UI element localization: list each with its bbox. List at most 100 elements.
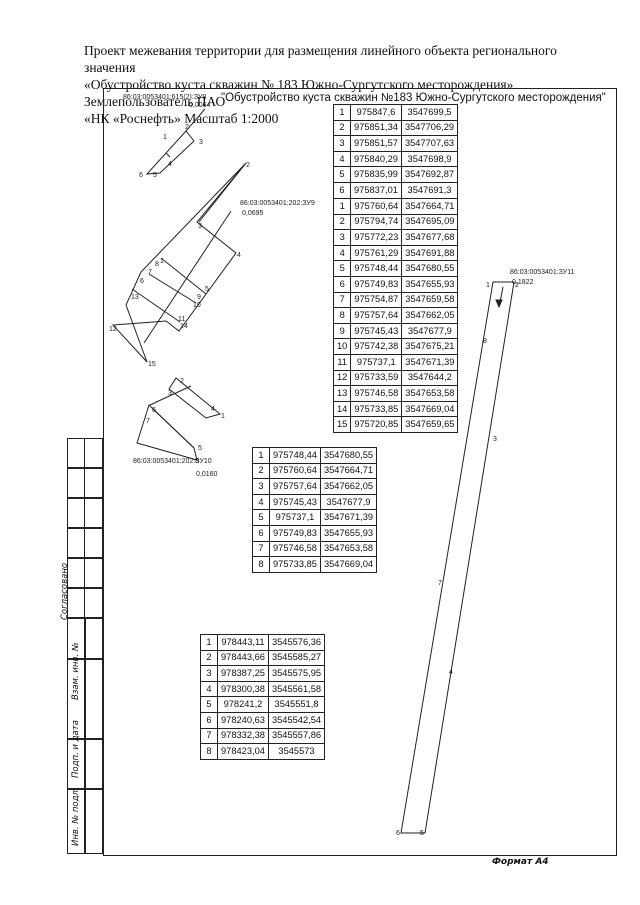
x-coordinate-cell: 978300,38 xyxy=(217,680,269,698)
point-label: 6 xyxy=(140,278,144,285)
point-number-cell: 3 xyxy=(252,478,270,495)
parcel-zu10-top xyxy=(168,377,222,419)
point-label: 12 xyxy=(109,326,117,333)
point-label: 3 xyxy=(199,139,203,146)
format-label: Формат А4 xyxy=(492,857,549,867)
sidebar-divider-2 xyxy=(67,738,103,740)
point-number-cell: 8 xyxy=(252,556,270,573)
drawing-frame xyxy=(103,88,617,856)
point-number-cell: 7 xyxy=(252,540,270,558)
x-coordinate-cell: 975745,43 xyxy=(350,322,403,340)
sidebar-cell-d xyxy=(67,528,103,558)
y-coordinate-cell: 3547669,04 xyxy=(319,556,378,573)
point-number-cell: 2 xyxy=(252,462,270,480)
y-coordinate-cell: 3547669,04 xyxy=(401,400,459,418)
header-line-3: «НК «Роснефть» Масштаб 1:2000 xyxy=(84,111,279,126)
x-coordinate-cell: 975760,64 xyxy=(350,198,403,215)
y-coordinate-cell: 3547659,65 xyxy=(401,416,459,433)
y-coordinate-cell: 3545575,95 xyxy=(267,665,326,682)
point-label: 4 xyxy=(211,406,215,413)
y-coordinate-cell: 3547680,55 xyxy=(319,447,378,464)
x-coordinate-cell: 975851,34 xyxy=(350,119,402,137)
sidebar-cell-f xyxy=(67,588,103,618)
stamp-sidebar: Согласовано Взам. инв. № Подп. и дата Ин… xyxy=(60,438,103,854)
label-zu10-area: 0,0160 xyxy=(196,471,218,478)
point-label: 2 xyxy=(246,162,250,169)
point-label: 5 xyxy=(198,445,202,452)
x-coordinate-cell: 978332,38 xyxy=(217,727,269,745)
x-coordinate-cell: 975748,44 xyxy=(350,260,403,277)
y-coordinate-cell: 3545561,58 xyxy=(267,680,326,698)
point-label: 2 xyxy=(185,124,189,131)
sidebar-cell-b xyxy=(67,468,103,498)
y-coordinate-cell: 3547677,9 xyxy=(319,493,378,511)
point-label: 3 xyxy=(168,390,172,397)
parcel-zu10-bottom xyxy=(136,404,198,461)
y-coordinate-cell: 3547653,58 xyxy=(319,540,378,558)
point-label: 1 xyxy=(160,258,164,265)
point-number-cell: 7 xyxy=(200,727,218,745)
point-label: 14 xyxy=(180,323,188,330)
y-coordinate-cell: 3547680,55 xyxy=(401,260,459,277)
x-coordinate-cell: 978423,04 xyxy=(217,743,269,760)
point-number-cell: 6 xyxy=(252,524,270,542)
x-coordinate-cell: 975757,64 xyxy=(269,478,321,495)
point-label: 1 xyxy=(486,282,490,289)
label-zu9-area: 0,0695 xyxy=(242,210,264,217)
x-coordinate-cell: 975761,29 xyxy=(350,244,403,262)
x-coordinate-cell: 975760,64 xyxy=(269,462,321,480)
label-zu11-area: 0,1822 xyxy=(512,279,534,286)
sidebar-cell-e xyxy=(67,558,103,588)
x-coordinate-cell: 975840,29 xyxy=(350,150,402,168)
x-coordinate-cell: 975737,1 xyxy=(350,353,403,371)
y-coordinate-cell: 3547671,39 xyxy=(401,353,459,371)
label-zu10-id: 86:03:0053401:202:ЗУ10 xyxy=(133,458,212,465)
x-coordinate-cell: 975749,83 xyxy=(350,275,403,293)
x-coordinate-cell: 975733,59 xyxy=(350,369,403,387)
y-coordinate-cell: 3545542,54 xyxy=(267,711,326,729)
y-coordinate-cell: 3545576,36 xyxy=(267,634,326,651)
point-number-cell: 2 xyxy=(200,649,218,667)
point-label: 7 xyxy=(148,269,152,276)
point-label: 10 xyxy=(193,302,201,309)
point-label: 2 xyxy=(515,282,519,289)
point-number-cell: 5 xyxy=(332,260,352,277)
x-coordinate-cell: 978241,2 xyxy=(217,696,269,713)
parcel-zu9-polygon xyxy=(111,162,247,363)
sidebar-cell-c xyxy=(67,498,103,528)
point-label: 1 xyxy=(163,134,167,141)
point-number-cell: 4 xyxy=(333,150,351,168)
x-coordinate-cell: 975737,1 xyxy=(269,509,321,526)
point-label: 2 xyxy=(180,378,184,385)
y-coordinate-cell: 3547664,71 xyxy=(401,198,459,215)
point-number-cell: 11 xyxy=(332,353,352,371)
point-label: 6 xyxy=(396,830,400,837)
x-coordinate-cell: 975720,85 xyxy=(350,416,403,433)
y-coordinate-cell: 3547677,68 xyxy=(401,229,459,246)
y-coordinate-cell: 3547692,87 xyxy=(400,166,459,183)
label-zu8-area: 0,0064 xyxy=(189,102,211,109)
point-label: 8 xyxy=(155,261,159,268)
point-number-cell: 6 xyxy=(333,181,351,199)
point-number-cell: 4 xyxy=(332,244,352,262)
header-line-1: Проект межевания территории для размещен… xyxy=(84,43,557,75)
